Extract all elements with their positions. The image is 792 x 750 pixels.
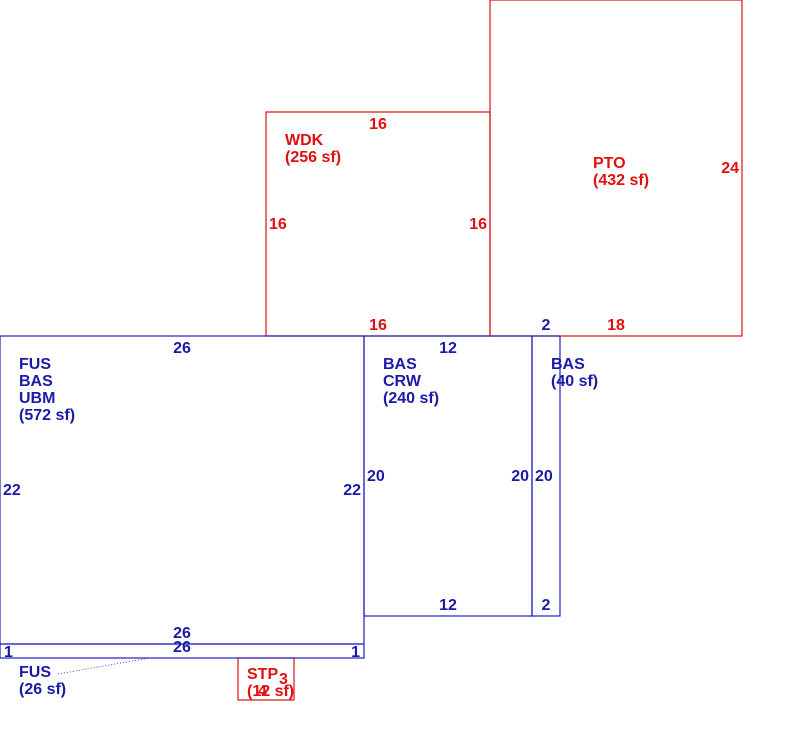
dim-wdk-left: 16 [269,216,287,233]
dim-wdk-right: 16 [469,216,487,233]
main-label: FUS BAS UBM (572 sf) [19,356,75,424]
dim-main-bottom: 26 [173,625,191,642]
dim-wdk-top: 16 [369,116,387,133]
dim-stp-a: 4 [258,683,267,700]
dim-main-right: 22 [343,482,361,499]
wdk-label: WDK (256 sf) [285,132,341,166]
bas-40-outline [531,335,561,617]
dim-pto-bottom-small: 2 [542,317,551,334]
dim-main-top: 26 [173,340,191,357]
dim-wdk-bottom: 16 [369,317,387,334]
pto-label-line: (432 sf) [593,172,649,189]
bas-40-label: BAS (40 sf) [551,356,598,390]
main-label-line: UBM [19,390,55,407]
wdk-label-line: WDK [285,132,324,149]
dim-main-left: 22 [3,482,21,499]
dim-crw-top: 12 [439,340,457,357]
fus-26-label-line: (26 sf) [19,681,66,698]
crw-label: BAS CRW (240 sf) [383,356,439,407]
dim-stp-b: 3 [279,671,288,688]
dim-pto-right: 24 [721,160,739,177]
dim-fus-top: 26 [173,639,191,656]
main-label-line: BAS [19,373,53,390]
fus-26-outline [0,643,365,659]
pto-label: PTO (432 sf) [593,155,649,189]
stp-label-line: STP [247,666,278,683]
pto-outline [489,0,743,337]
fus-leader-line [57,657,151,675]
stp-label-line: (12 sf) [247,683,294,700]
crw-label-line: BAS [383,356,417,373]
dim-fus-right: 1 [351,644,360,661]
fus-26-label: FUS (26 sf) [19,664,66,698]
dim-crw-right: 20 [511,468,529,485]
bas-40-label-line: (40 sf) [551,373,598,390]
bas-40-label-line: BAS [551,356,585,373]
crw-label-line: (240 sf) [383,390,439,407]
pto-label-line: PTO [593,155,626,172]
dim-crw-left: 20 [367,468,385,485]
dim-crw-bottom: 12 [439,597,457,614]
dim-fus-left: 1 [4,644,13,661]
fus-26-label-line: FUS [19,664,51,681]
dim-bas-bottom: 2 [542,597,551,614]
main-label-line: (572 sf) [19,407,75,424]
crw-label-line: CRW [383,373,422,390]
main-label-line: FUS [19,356,51,373]
dim-pto-bottom: 18 [607,317,625,334]
dim-bas-side: 20 [535,468,553,485]
stp-label: STP (12 sf) [247,666,294,700]
wdk-label-line: (256 sf) [285,149,341,166]
